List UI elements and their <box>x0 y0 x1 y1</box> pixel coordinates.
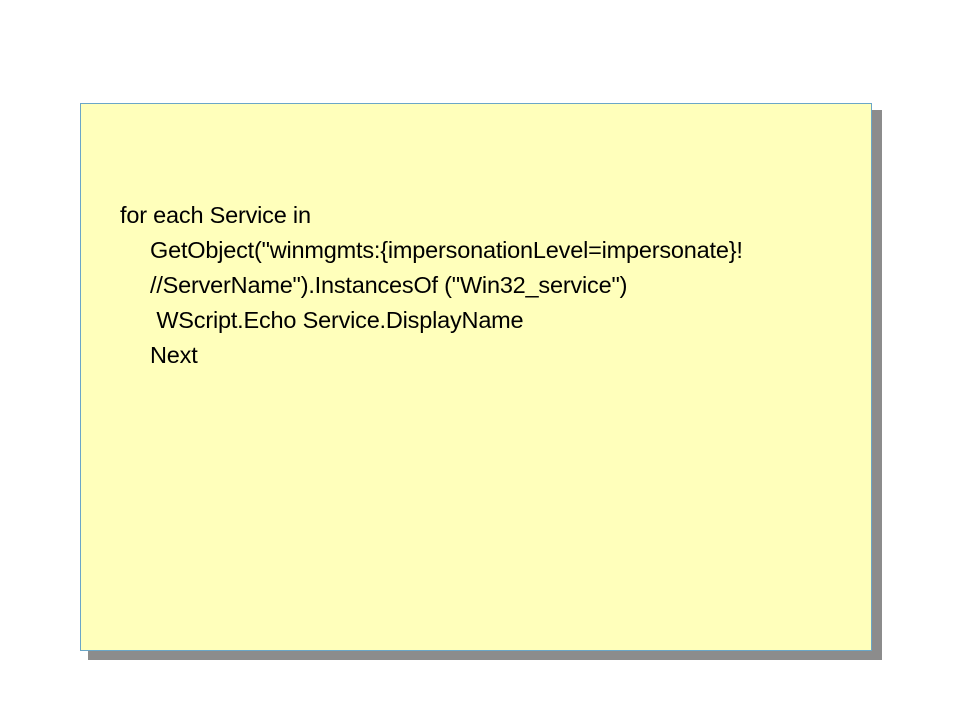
code-block: for each Service in GetObject("winmgmts:… <box>120 198 860 373</box>
code-line-for-each: for each Service in <box>120 202 311 228</box>
code-line-getobject: GetObject("winmgmts:{impersonationLevel=… <box>150 237 743 263</box>
code-line-wscript-echo: WScript.Echo Service.DisplayName <box>150 307 524 333</box>
code-note-box <box>80 103 872 651</box>
code-line-next: Next <box>150 342 198 368</box>
code-line-instancesof: //ServerName").InstancesOf ("Win32_servi… <box>150 272 628 298</box>
